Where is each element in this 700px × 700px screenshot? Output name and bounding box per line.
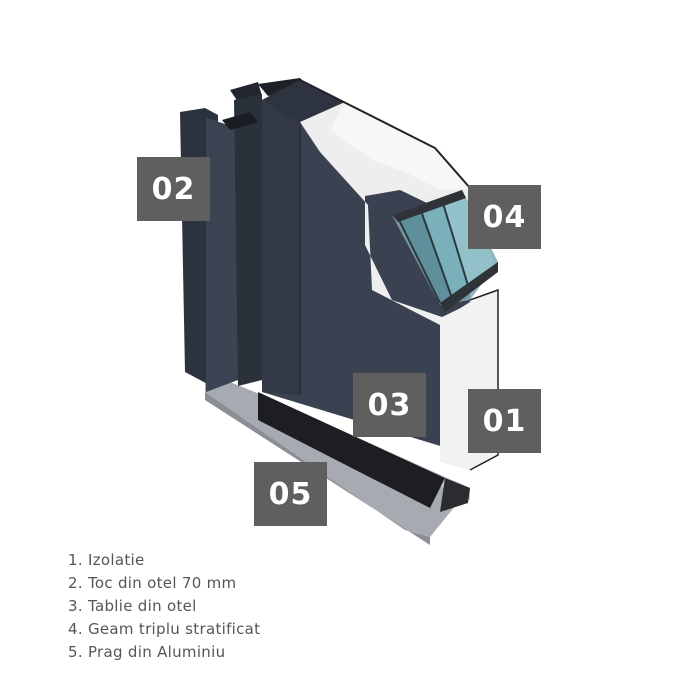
legend-item-steel-frame: 2. Toc din otel 70 mm [68,574,237,592]
label-badge-03: 03 [353,373,426,437]
legend-item-triple-glazing: 4. Geam triplu stratificat [68,620,261,638]
label-badge-05: 05 [254,462,327,526]
legend-item-steel-panel: 3. Tablie din otel [68,597,197,615]
component-legend: 1. Izolatie 2. Toc din otel 70 mm 3. Tab… [68,549,260,664]
label-badge-02: 02 [137,157,210,221]
label-badge-04: 04 [468,185,541,249]
legend-item-insulation: 1. Izolatie [68,551,145,569]
label-badge-01: 01 [468,389,541,453]
legend-item-aluminium-threshold: 5. Prag din Aluminiu [68,643,226,661]
aluminium-threshold [205,372,470,545]
